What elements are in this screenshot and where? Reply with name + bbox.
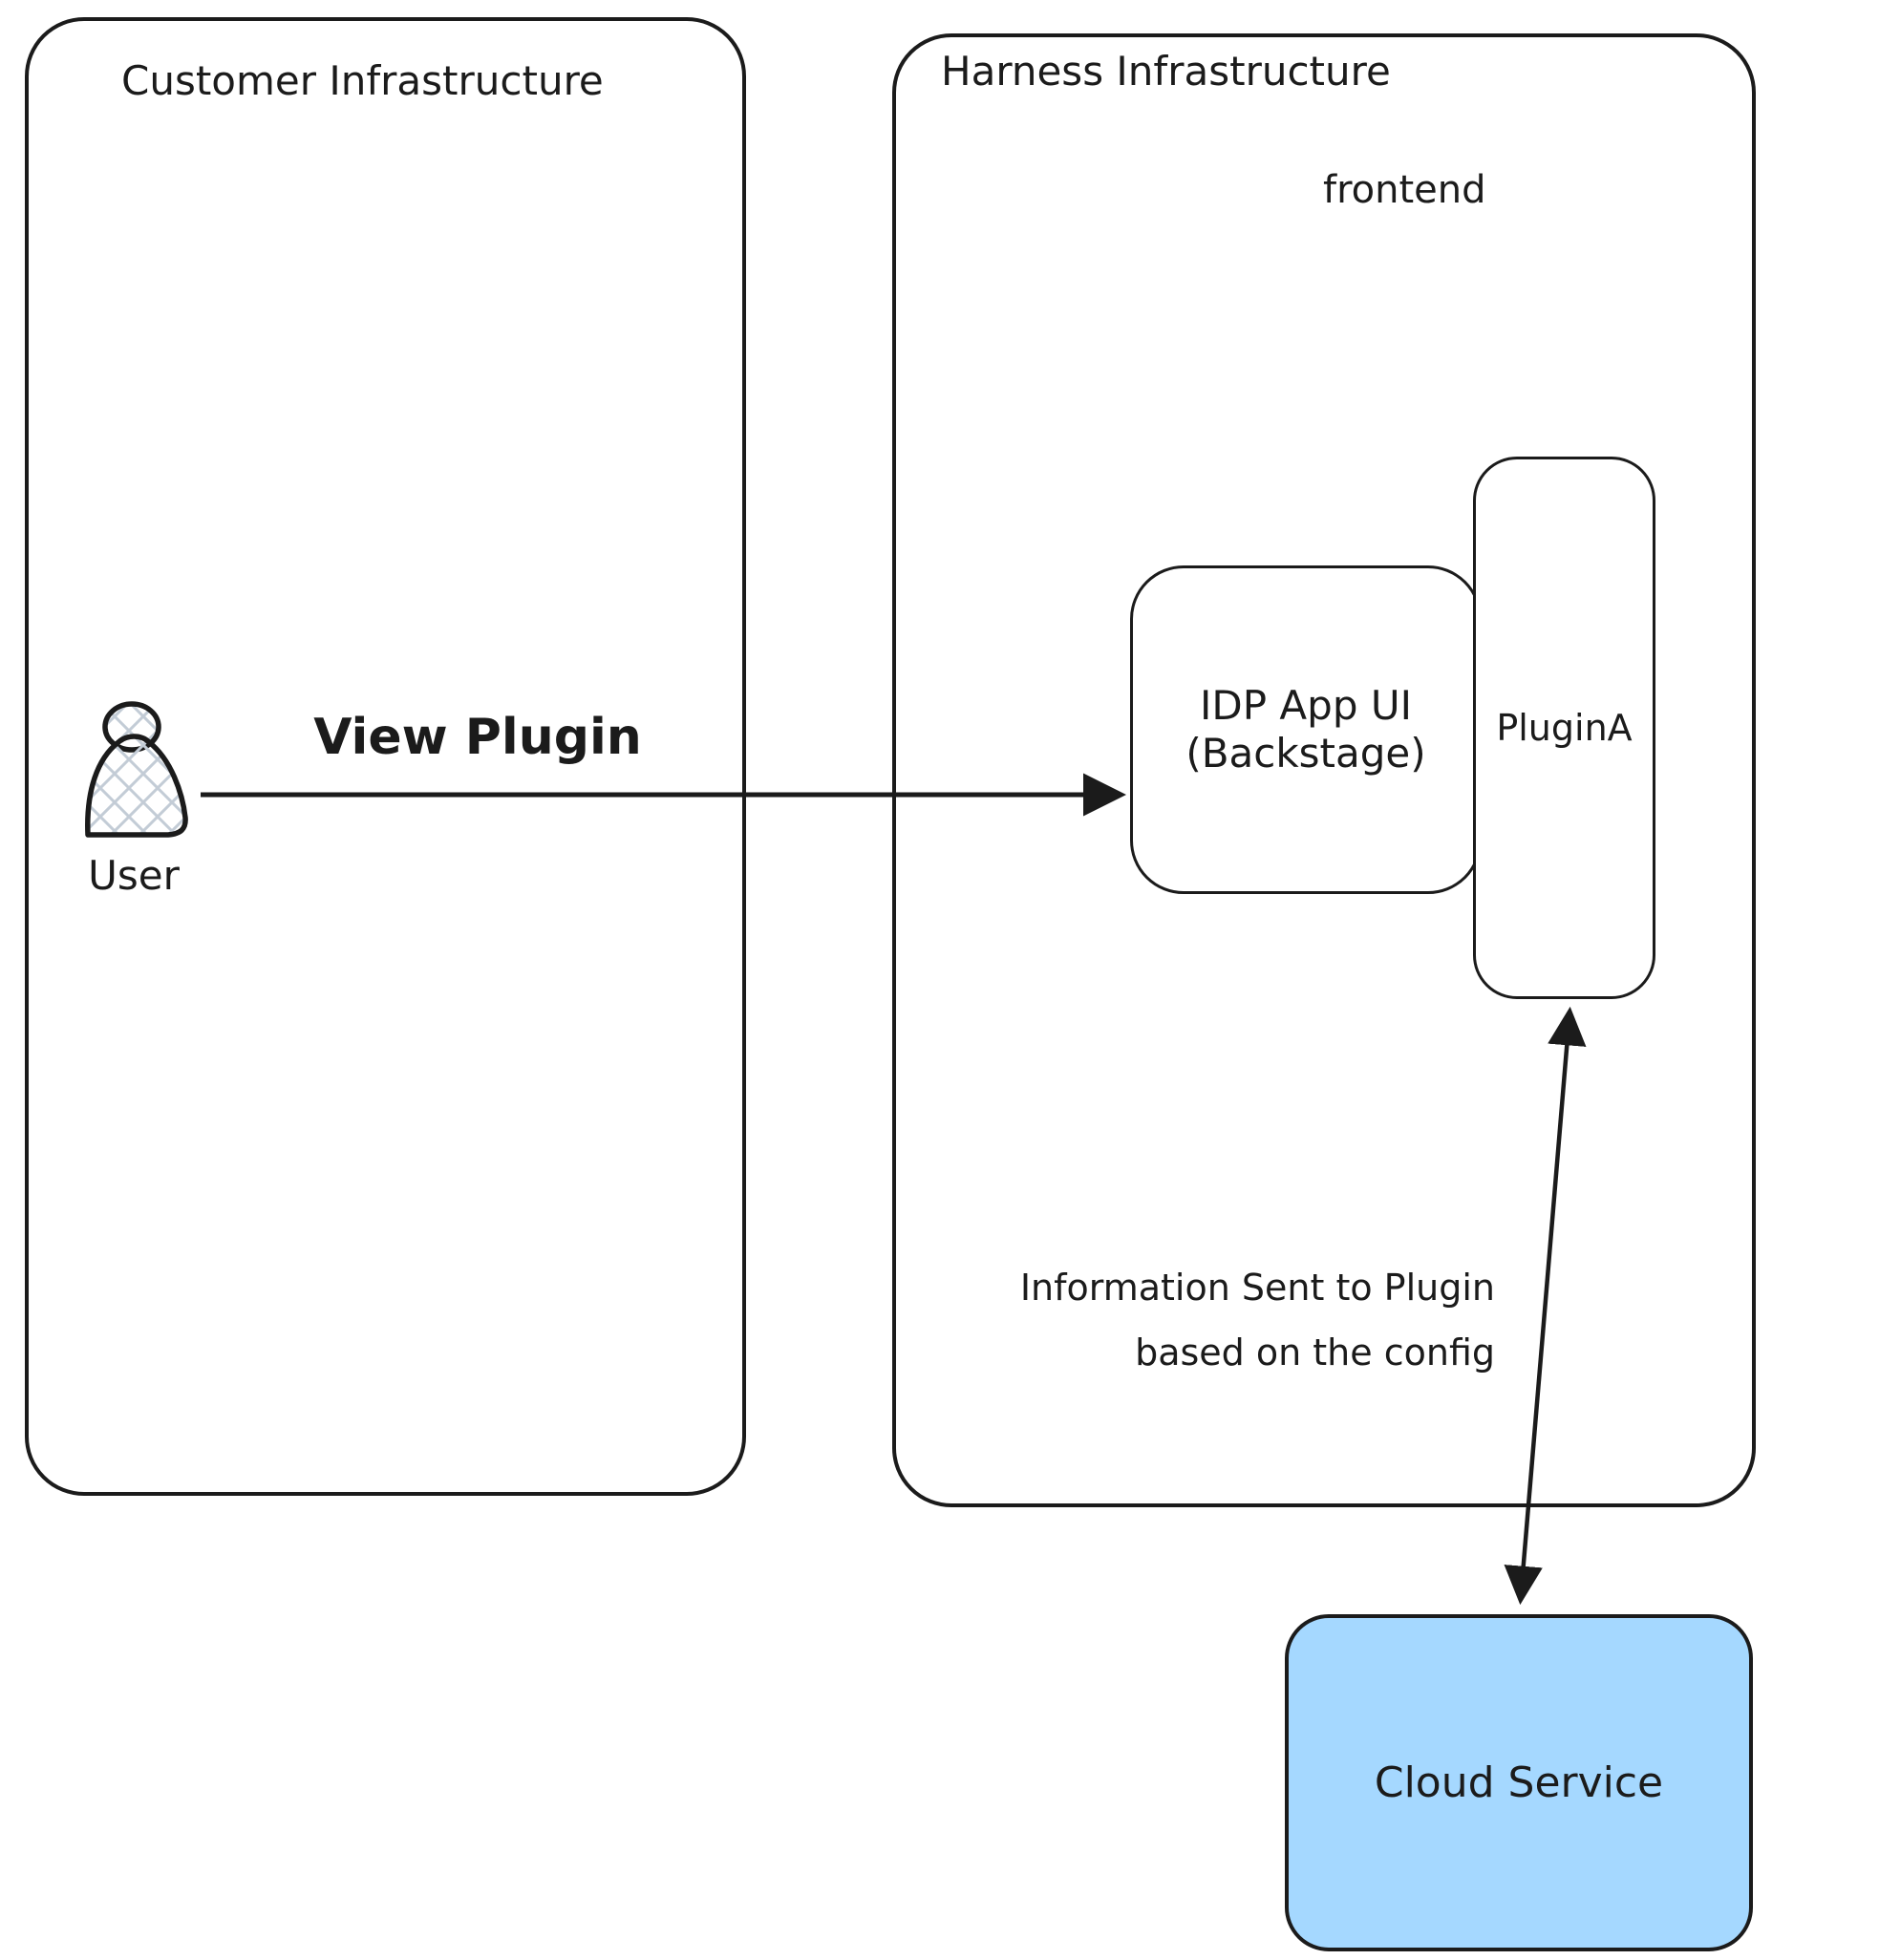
view-plugin-arrow-label: View Plugin [313,709,642,766]
info-to-plugin-arrow-label: Information Sent to Plugin based on the … [1020,1255,1495,1385]
customer-infrastructure-box [25,17,746,1496]
plugin-a-label: PluginA [1496,707,1633,749]
info-to-plugin-arrow-label-line2: based on the config [1135,1332,1495,1374]
harness-infrastructure-title: Harness Infrastructure [941,48,1391,95]
info-to-plugin-arrow-label-line1: Information Sent to Plugin [1019,1267,1495,1309]
plugin-a-node: PluginA [1473,457,1655,999]
frontend-region-label: frontend [1323,168,1486,212]
cloud-service-node: Cloud Service [1285,1614,1753,1951]
idp-app-ui-label-line1: IDP App UI [1200,682,1412,730]
harness-infrastructure-box [892,33,1756,1507]
idp-app-ui-node: IDP App UI (Backstage) [1130,565,1482,894]
customer-infrastructure-title: Customer Infrastructure [121,57,604,104]
user-label: User [88,852,180,899]
idp-app-ui-label-line2: (Backstage) [1185,730,1426,777]
cloud-service-label: Cloud Service [1374,1758,1664,1807]
